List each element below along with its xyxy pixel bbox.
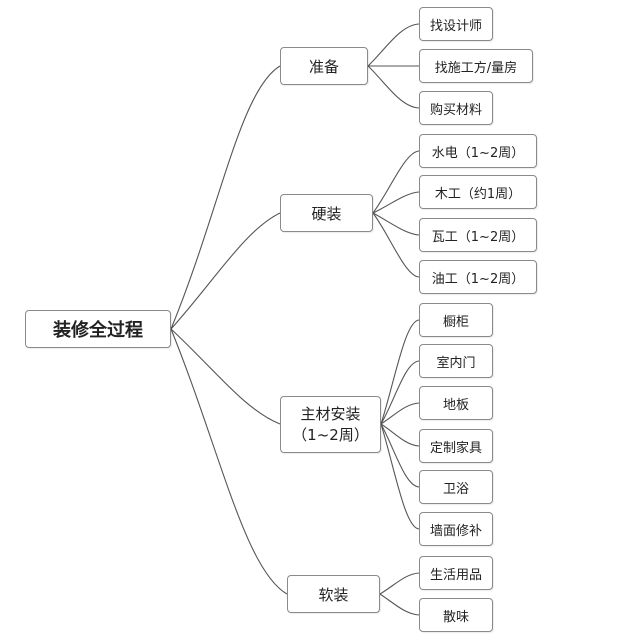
connector-root-to-b0 [170,65,281,330]
leaf-node[interactable]: 散味 [419,598,493,632]
leaf-node[interactable]: 室内门 [419,344,493,378]
connector-b3-to-l1 [379,593,420,616]
leaf-node[interactable]: 水电（1~2周） [419,134,537,168]
branch-node-hard-decoration[interactable]: 硬装 [280,194,373,232]
connector-b2-to-l1 [380,360,420,425]
leaf-node[interactable]: 卫浴 [419,470,493,504]
leaf-node[interactable]: 购买材料 [419,91,493,125]
branch-sublabel: （1~2周） [292,425,369,444]
branch-node-soft-decoration[interactable]: 软装 [287,575,380,613]
connector-b1-to-l0 [372,150,420,214]
leaf-node[interactable]: 找施工方/量房 [419,49,533,83]
leaf-node[interactable]: 木工（约1周） [419,175,537,209]
branch-node-prepare[interactable]: 准备 [280,47,368,85]
leaf-node[interactable]: 油工（1~2周） [419,260,537,294]
connector-root-to-b3 [170,328,288,595]
leaf-node[interactable]: 找设计师 [419,7,493,41]
connector-b2-to-l0 [380,319,420,425]
connector-b2-to-l3 [380,423,420,447]
branch-node-main-materials[interactable]: 主材安装 （1~2周） [280,396,381,453]
branch-label: 主材安装 [300,404,361,423]
leaf-node[interactable]: 瓦工（1~2周） [419,218,537,252]
connector-b0-to-l2 [367,65,420,109]
root-node[interactable]: 装修全过程 [25,310,171,348]
connector-b1-to-l1 [372,191,420,214]
connector-b0-to-l0 [367,23,420,67]
connector-b2-to-l2 [380,402,420,425]
connector-b1-to-l2 [372,212,420,236]
connector-root-to-b1 [170,212,281,330]
connector-root-to-b2 [170,328,281,425]
leaf-node[interactable]: 橱柜 [419,303,493,337]
connector-b3-to-l0 [379,572,420,595]
leaf-node[interactable]: 生活用品 [419,556,493,590]
connector-b2-to-l5 [380,423,420,530]
leaf-node[interactable]: 地板 [419,386,493,420]
leaf-node[interactable]: 墙面修补 [419,512,493,546]
leaf-node[interactable]: 定制家具 [419,429,493,463]
connector-b2-to-l4 [380,423,420,488]
connector-b1-to-l3 [372,212,420,278]
